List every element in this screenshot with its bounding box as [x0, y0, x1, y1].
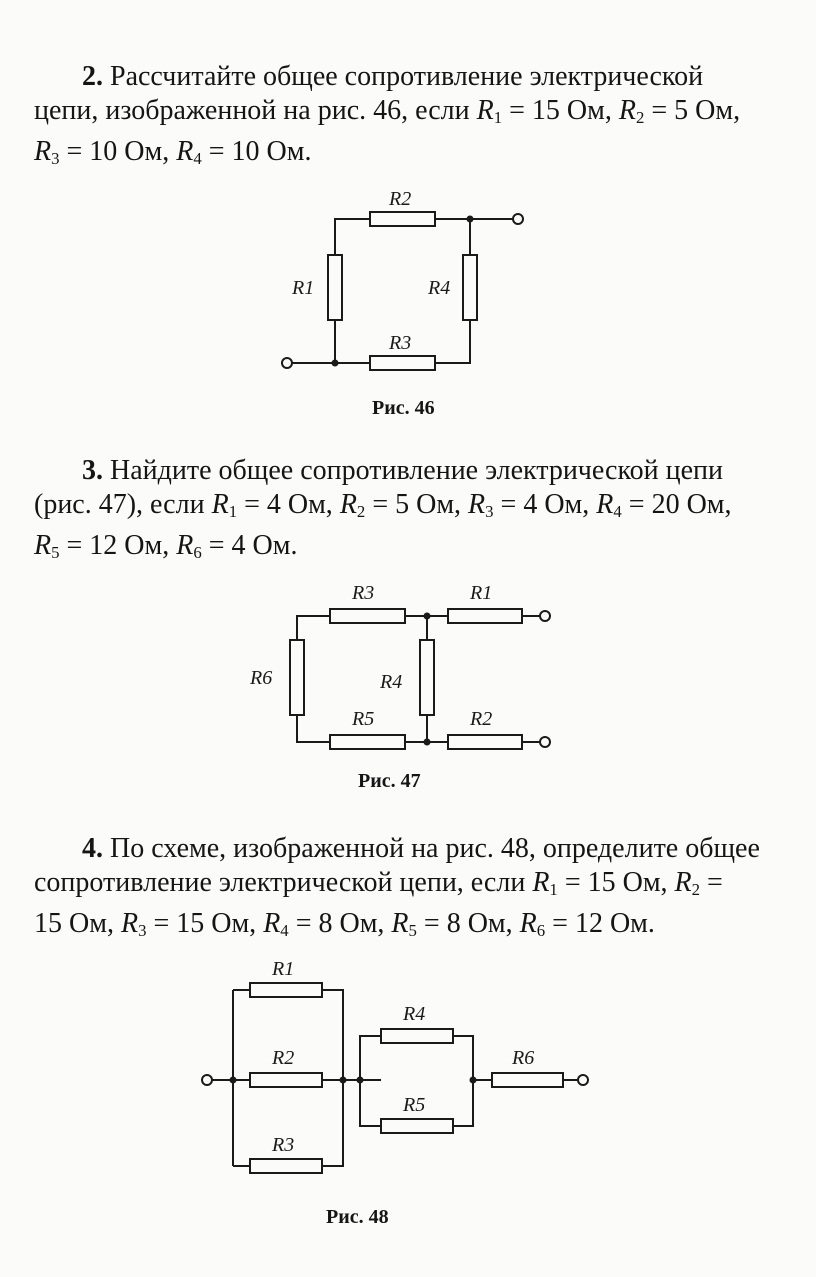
resistor-r4 — [462, 254, 478, 321]
problem-2: 2. Рассчитайте общее сопротивление элект… — [34, 60, 784, 176]
resistor-r4 — [419, 639, 435, 716]
problem-number: 2. — [82, 61, 103, 92]
figure-caption: Рис. 46 — [372, 397, 435, 419]
problem-number: 4. — [82, 833, 103, 864]
label-r1: R1 — [291, 277, 314, 299]
label-r6: R6 — [249, 667, 272, 689]
terminal — [512, 213, 524, 225]
label-r2: R2 — [271, 1047, 294, 1069]
figure-caption: Рис. 48 — [326, 1206, 389, 1228]
problem-line: сопротивление электрической цепи, если R… — [34, 867, 723, 899]
resistor-r1 — [447, 608, 523, 624]
label-r1: R1 — [271, 958, 294, 980]
label-r3: R3 — [351, 582, 374, 604]
junction-dot — [423, 738, 431, 746]
terminal — [539, 736, 551, 748]
label-r2: R2 — [469, 708, 492, 730]
junction-dot — [229, 1076, 237, 1084]
problem-number: 3. — [82, 455, 103, 486]
resistor-r6 — [289, 639, 305, 716]
resistor-r2 — [249, 1072, 323, 1088]
resistor-r5 — [329, 734, 406, 750]
problem-line: По схеме, изображенной на рис. 48, опред… — [110, 833, 760, 864]
resistor-r6 — [491, 1072, 564, 1088]
resistor-r3 — [329, 608, 406, 624]
terminal — [539, 610, 551, 622]
resistor-r1 — [249, 982, 323, 998]
label-r6: R6 — [511, 1047, 534, 1069]
problem-3-text: 3. Найдите общее сопротивление электриче… — [34, 454, 784, 570]
resistor-r1 — [327, 254, 343, 321]
problem-line: R5 = 12 Ом, R6 = 4 Ом. — [34, 530, 298, 562]
resistor-r5 — [380, 1118, 454, 1134]
problem-line: 15 Ом, R3 = 15 Ом, R4 = 8 Ом, R5 = 8 Ом,… — [34, 908, 655, 940]
circuit-figure-48: R1 R2 R3 R4 R5 R6 — [201, 958, 589, 1174]
circuit-figure-47: R3 R1 R6 R4 R5 R2 — [249, 582, 551, 750]
label-r1: R1 — [469, 582, 492, 604]
resistor-r2 — [447, 734, 523, 750]
problem-4: 4. По схеме, изображенной на рис. 48, оп… — [34, 832, 784, 948]
problem-line: цепи, изображенной на рис. 46, если R1 =… — [34, 95, 741, 127]
problem-line: Найдите общее сопротивление электрическо… — [110, 455, 723, 486]
terminal — [201, 1074, 213, 1086]
label-r4: R4 — [379, 671, 402, 693]
junction-dot — [466, 215, 474, 223]
junction-dot — [339, 1076, 347, 1084]
problem-line: (рис. 47), если R1 = 4 Ом, R2 = 5 Ом, R3… — [34, 489, 732, 521]
label-r2: R2 — [388, 188, 411, 210]
terminal — [281, 357, 293, 369]
junction-dot — [469, 1076, 477, 1084]
problem-4-text: 4. По схеме, изображенной на рис. 48, оп… — [34, 832, 784, 948]
terminal — [577, 1074, 589, 1086]
circuit-figure-46: R2 R1 R4 R3 — [281, 188, 524, 371]
resistor-r2 — [369, 211, 436, 227]
label-r4: R4 — [402, 1003, 425, 1025]
label-r4: R4 — [427, 277, 450, 299]
junction-dot — [423, 612, 431, 620]
label-r5: R5 — [402, 1094, 425, 1116]
junction-dot — [331, 359, 339, 367]
problem-line: Рассчитайте общее сопротивление электрич… — [110, 61, 704, 92]
label-r3: R3 — [388, 332, 411, 354]
problem-2-text: 2. Рассчитайте общее сопротивление элект… — [34, 60, 784, 176]
label-r5: R5 — [351, 708, 374, 730]
label-r3: R3 — [271, 1134, 294, 1156]
figure-caption: Рис. 47 — [358, 770, 421, 792]
problem-line: R3 = 10 Ом, R4 = 10 Ом. — [34, 136, 312, 168]
resistor-r4 — [380, 1028, 454, 1044]
problem-3: 3. Найдите общее сопротивление электриче… — [34, 454, 784, 570]
junction-dot — [356, 1076, 364, 1084]
resistor-r3 — [369, 355, 436, 371]
resistor-r3 — [249, 1158, 323, 1174]
